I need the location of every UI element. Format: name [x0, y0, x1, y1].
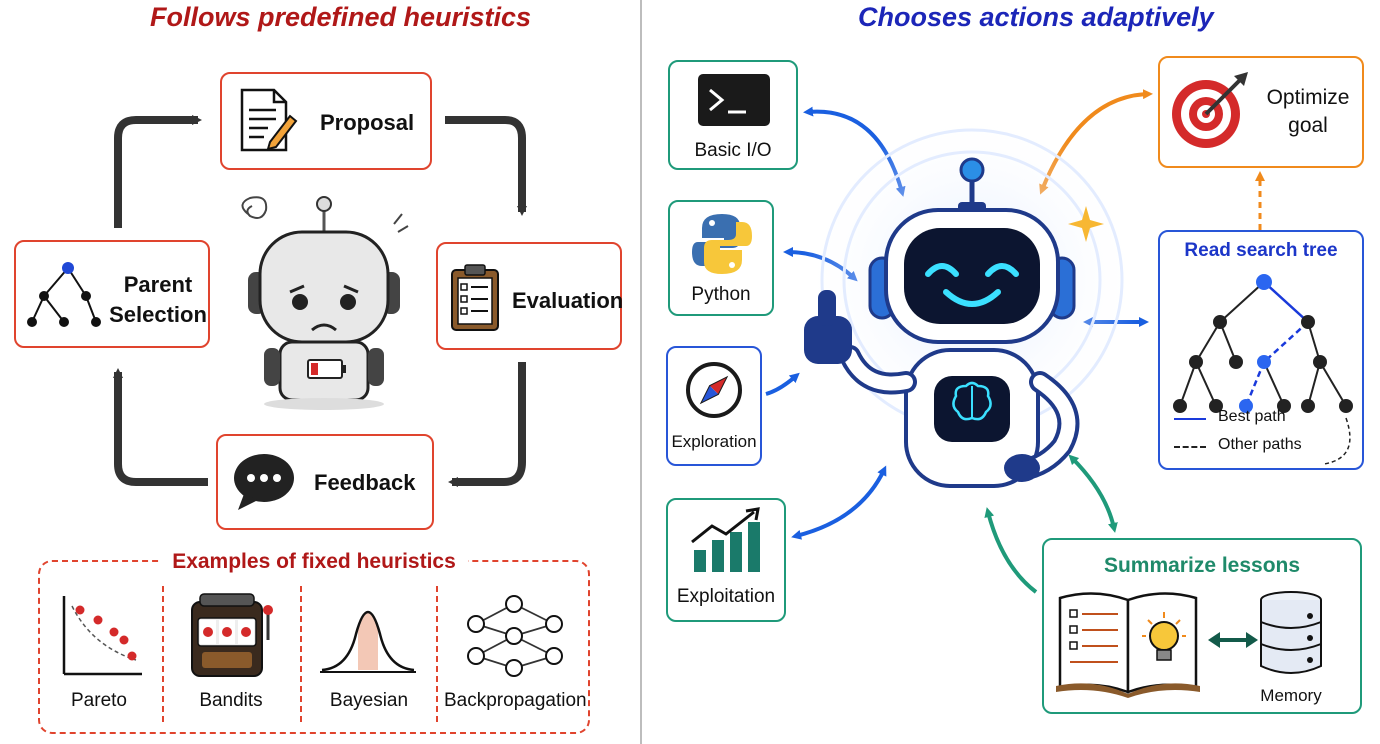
- arrow-exploration: [765, 372, 800, 396]
- open-book-lightbulb-icon: [1056, 592, 1200, 698]
- tree-icon: [27, 262, 101, 327]
- evaluation-box: Evaluation: [436, 242, 624, 350]
- tool-label-exploration: Exploration: [671, 432, 757, 451]
- tool-basic-io-box: Basic I/O: [668, 60, 798, 170]
- tool-label-exploitation: Exploitation: [676, 586, 776, 607]
- tool-exploration-box: Exploration: [666, 346, 762, 466]
- parent-selection-label-line2: Selection: [109, 302, 207, 327]
- target-dart-icon: [1172, 72, 1248, 148]
- legend-other-label: Other paths: [1218, 436, 1302, 453]
- pareto-chart-icon: [62, 596, 142, 676]
- tool-label-python: Python: [691, 284, 751, 305]
- connection-arrows: [765, 89, 1265, 594]
- parent-selection-box: Parent Selection: [14, 240, 210, 348]
- example-label-bayesian: Bayesian: [329, 690, 409, 711]
- terminal-icon: [698, 74, 770, 126]
- arrow-parent-to-proposal: [114, 115, 202, 228]
- search-tree-title: Read search tree: [1184, 240, 1338, 261]
- arrow-proposal-to-evaluation: [445, 116, 527, 216]
- tool-exploitation-box: Exploitation: [666, 498, 786, 622]
- document-pencil-icon: [240, 88, 298, 152]
- clipboard-checklist-icon: [451, 264, 499, 331]
- example-label-backpropagation: Backpropagation: [444, 690, 587, 711]
- arrow-exploitation: [791, 465, 887, 540]
- optimize-goal-label: Optimize goal: [1256, 84, 1360, 140]
- examples-title-backing: [160, 548, 468, 578]
- search-tree-box: Read search tree: [1158, 230, 1364, 470]
- optimize-goal-label-line1: Optimize: [1266, 86, 1350, 109]
- neural-network-icon: [467, 595, 563, 677]
- legend-other-line: [1174, 446, 1206, 448]
- happy-robot-icon: [802, 110, 1142, 488]
- examples-separator: [162, 586, 164, 722]
- parent-selection-label: Parent Selection: [108, 270, 208, 330]
- left-panel-title: Follows predefined heuristics: [150, 2, 532, 32]
- legend-best-line: [1174, 418, 1206, 420]
- tool-python-box: Python: [668, 200, 774, 316]
- arrow-lessons-in: [984, 507, 1038, 594]
- compass-icon: [686, 362, 742, 418]
- summarize-lessons-box: Summarize lessons Memory: [1042, 538, 1362, 714]
- double-arrow-icon: [1208, 632, 1258, 648]
- optimize-goal-label-line2: goal: [1288, 114, 1328, 137]
- sad-robot-icon: [241, 196, 409, 410]
- right-panel-title: Chooses actions adaptively: [858, 2, 1214, 32]
- database-icon: [1260, 591, 1322, 674]
- proposal-box: Proposal: [220, 72, 432, 170]
- bell-curve-icon: [320, 611, 416, 673]
- examples-title: Examples of fixed heuristics: [172, 550, 456, 573]
- search-tree-icon: [1173, 274, 1353, 465]
- feedback-box: Feedback: [216, 434, 434, 530]
- example-label-pareto: Pareto: [71, 690, 127, 711]
- slot-machine-icon: [191, 593, 273, 677]
- arrow-feedback-to-parent: [113, 368, 208, 486]
- panel-divider: [640, 0, 642, 744]
- proposal-label: Proposal: [320, 110, 415, 135]
- speech-bubble-icon: [234, 454, 294, 510]
- summarize-lessons-title: Summarize lessons: [1103, 554, 1301, 577]
- growth-chart-icon: [691, 507, 760, 572]
- tool-label-basic-io: Basic I/O: [694, 140, 772, 161]
- arrow-lessons-out: [1068, 454, 1118, 533]
- optimize-goal-box: Optimize goal: [1158, 56, 1364, 168]
- feedback-label: Feedback: [314, 470, 416, 495]
- arrow-evaluation-to-feedback: [448, 362, 526, 487]
- cycle-arrows: [113, 115, 527, 487]
- evaluation-label: Evaluation: [512, 288, 624, 313]
- examples-separator: [300, 586, 302, 722]
- example-label-bandits: Bandits: [199, 690, 263, 711]
- legend-best-label: Best path: [1218, 408, 1286, 425]
- memory-label: Memory: [1260, 686, 1322, 705]
- examples-separator: [436, 586, 438, 722]
- python-logo-icon: [692, 214, 752, 274]
- parent-selection-label-line1: Parent: [123, 272, 193, 297]
